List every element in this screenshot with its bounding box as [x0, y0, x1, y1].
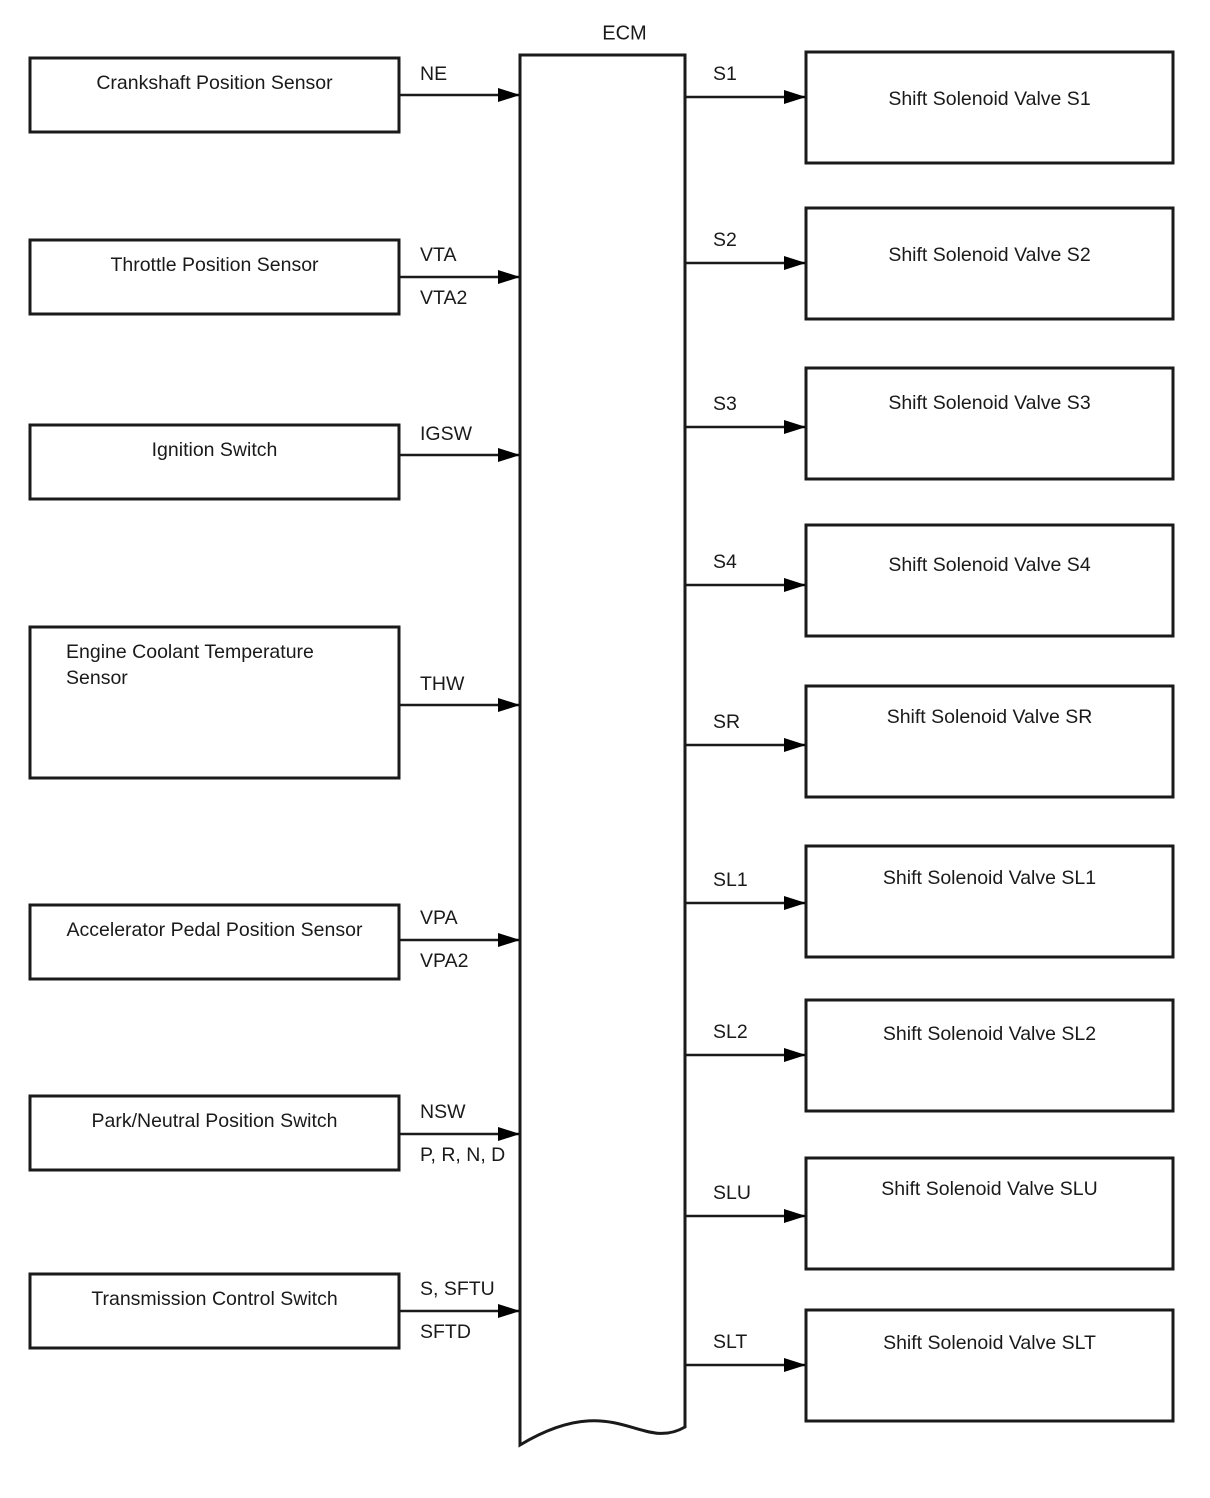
park-neutral-position-switch-signal-label-0: NSW	[420, 1101, 466, 1123]
ignition-switch-box[interactable]	[28, 423, 401, 501]
engine-coolant-temperature-sensor-label-line1: Engine Coolant Temperature	[66, 641, 314, 663]
throttle-position-sensor-label: Throttle Position Sensor	[110, 254, 319, 276]
shift-solenoid-valve-s4-arrow-head	[784, 578, 806, 592]
shift-solenoid-valve-slu-box[interactable]	[804, 1156, 1175, 1271]
shift-solenoid-valve-slu-signal-label: SLU	[713, 1182, 751, 1204]
input-device-ignition-switch[interactable]: Ignition Switch IGSW	[28, 423, 520, 501]
shift-solenoid-valve-sr-signal-label: SR	[713, 711, 740, 733]
shift-solenoid-valve-slt-label: Shift Solenoid Valve SLT	[883, 1332, 1096, 1354]
throttle-position-sensor-signal-label-0: VTA	[420, 244, 456, 266]
park-neutral-position-switch-signal-label-1: P, R, N, D	[420, 1144, 505, 1166]
shift-solenoid-valve-s4-label: Shift Solenoid Valve S4	[888, 554, 1091, 576]
shift-solenoid-valve-s3-arrow-head	[784, 420, 806, 434]
ecm-box	[518, 53, 687, 1448]
input-device-throttle-position-sensor[interactable]: Throttle Position Sensor VTA VTA2	[28, 238, 520, 316]
ignition-switch-label: Ignition Switch	[152, 439, 278, 461]
transmission-control-switch-signal-label-1: SFTD	[420, 1321, 471, 1343]
input-device-crankshaft-position-sensor[interactable]: Crankshaft Position Sensor NE	[28, 56, 520, 134]
output-device-shift-solenoid-valve-s3[interactable]: Shift Solenoid Valve S3 S3	[685, 366, 1175, 481]
engine-coolant-temperature-sensor-signal-label-0: THW	[420, 673, 465, 695]
shift-solenoid-valve-sr-box[interactable]	[804, 684, 1175, 799]
ignition-switch-signal-label-0: IGSW	[420, 423, 473, 445]
shift-solenoid-valve-s4-box[interactable]	[804, 523, 1175, 638]
ecm-title-label: ECM	[602, 22, 646, 44]
shift-solenoid-valve-sl1-arrow-head	[784, 896, 806, 910]
engine-coolant-temperature-sensor-box[interactable]	[28, 625, 401, 780]
shift-solenoid-valve-s3-box[interactable]	[804, 366, 1175, 481]
accelerator-pedal-position-sensor-signal-label-1: VPA2	[420, 950, 468, 972]
shift-solenoid-valve-s2-box[interactable]	[804, 206, 1175, 321]
shift-solenoid-valve-sl2-arrow-head	[784, 1048, 806, 1062]
shift-solenoid-valve-slt-box[interactable]	[804, 1308, 1175, 1423]
throttle-position-sensor-box[interactable]	[28, 238, 401, 316]
transmission-control-switch-label: Transmission Control Switch	[91, 1288, 337, 1310]
crankshaft-position-sensor-box[interactable]	[28, 56, 401, 134]
output-device-shift-solenoid-valve-sl2[interactable]: Shift Solenoid Valve SL2 SL2	[685, 998, 1175, 1113]
park-neutral-position-switch-box[interactable]	[28, 1094, 401, 1172]
crankshaft-position-sensor-arrow-head	[498, 88, 520, 102]
shift-solenoid-valve-slu-label: Shift Solenoid Valve SLU	[881, 1178, 1097, 1200]
transmission-control-switch-signal-label-0: S, SFTU	[420, 1278, 495, 1300]
engine-coolant-temperature-sensor-label-line2: Sensor	[66, 667, 128, 689]
throttle-position-sensor-arrow-head	[498, 270, 520, 284]
shift-solenoid-valve-sr-label: Shift Solenoid Valve SR	[887, 706, 1093, 728]
shift-solenoid-valve-s1-box[interactable]	[804, 50, 1175, 165]
shift-solenoid-valve-s1-signal-label: S1	[713, 63, 737, 85]
accelerator-pedal-position-sensor-arrow-head	[498, 933, 520, 947]
shift-solenoid-valve-sl1-label: Shift Solenoid Valve SL1	[883, 867, 1096, 889]
ignition-switch-arrow-head	[498, 448, 520, 462]
output-device-shift-solenoid-valve-sl1[interactable]: Shift Solenoid Valve SL1 SL1	[685, 844, 1175, 959]
engine-coolant-temperature-sensor-arrow-head	[498, 698, 520, 712]
accelerator-pedal-position-sensor-box[interactable]	[28, 903, 401, 981]
shift-solenoid-valve-s2-signal-label: S2	[713, 229, 737, 251]
shift-solenoid-valve-sl1-box[interactable]	[804, 844, 1175, 959]
shift-solenoid-valve-s1-arrow-head	[784, 90, 806, 104]
shift-solenoid-valve-s1-label: Shift Solenoid Valve S1	[888, 88, 1090, 110]
output-device-shift-solenoid-valve-s1[interactable]: Shift Solenoid Valve S1 S1	[685, 50, 1175, 165]
throttle-position-sensor-signal-label-1: VTA2	[420, 287, 467, 309]
shift-solenoid-valve-s3-signal-label: S3	[713, 393, 737, 415]
shift-solenoid-valve-sl2-label: Shift Solenoid Valve SL2	[883, 1023, 1096, 1045]
shift-solenoid-valve-s2-label: Shift Solenoid Valve S2	[888, 244, 1090, 266]
shift-solenoid-valve-slu-arrow-head	[784, 1209, 806, 1223]
output-device-shift-solenoid-valve-sr[interactable]: Shift Solenoid Valve SR SR	[685, 684, 1175, 799]
output-device-shift-solenoid-valve-slu[interactable]: Shift Solenoid Valve SLU SLU	[685, 1156, 1175, 1271]
shift-solenoid-valve-sr-arrow-head	[784, 738, 806, 752]
shift-solenoid-valve-slt-signal-label: SLT	[713, 1331, 747, 1353]
shift-solenoid-valve-s4-signal-label: S4	[713, 551, 737, 573]
input-devices-group: Crankshaft Position Sensor NE Throttle Pos…	[28, 56, 520, 1350]
shift-solenoid-valve-s3-label: Shift Solenoid Valve S3	[888, 392, 1090, 414]
park-neutral-position-switch-label: Park/Neutral Position Switch	[91, 1110, 337, 1132]
accelerator-pedal-position-sensor-signal-label-0: VPA	[420, 907, 458, 929]
shift-solenoid-valve-slt-arrow-head	[784, 1358, 806, 1372]
shift-solenoid-valve-sl2-signal-label: SL2	[713, 1021, 748, 1043]
shift-solenoid-valve-sl2-box[interactable]	[804, 998, 1175, 1113]
transmission-control-switch-box[interactable]	[28, 1272, 401, 1350]
shift-solenoid-valve-s2-arrow-head	[784, 256, 806, 270]
input-device-park-neutral-position-switch[interactable]: Park/Neutral Position Switch NSW P, R, N, …	[28, 1094, 520, 1172]
park-neutral-position-switch-arrow-head	[498, 1127, 520, 1141]
output-device-shift-solenoid-valve-s4[interactable]: Shift Solenoid Valve S4 S4	[685, 523, 1175, 638]
crankshaft-position-sensor-signal-label-0: NE	[420, 63, 447, 85]
ecm-module: ECM	[518, 22, 687, 1448]
input-device-transmission-control-switch[interactable]: Transmission Control Switch S, SFTU SFTD	[28, 1272, 520, 1350]
input-device-accelerator-pedal-position-sensor[interactable]: Accelerator Pedal Position Sensor VPA VPA2	[28, 903, 520, 981]
accelerator-pedal-position-sensor-label: Accelerator Pedal Position Sensor	[67, 919, 363, 941]
output-device-shift-solenoid-valve-s2[interactable]: Shift Solenoid Valve S2 S2	[685, 206, 1175, 321]
crankshaft-position-sensor-label: Crankshaft Position Sensor	[96, 72, 333, 94]
transmission-control-switch-arrow-head	[498, 1304, 520, 1318]
shift-solenoid-valve-sl1-signal-label: SL1	[713, 869, 748, 891]
output-device-shift-solenoid-valve-slt[interactable]: Shift Solenoid Valve SLT SLT	[685, 1308, 1175, 1423]
